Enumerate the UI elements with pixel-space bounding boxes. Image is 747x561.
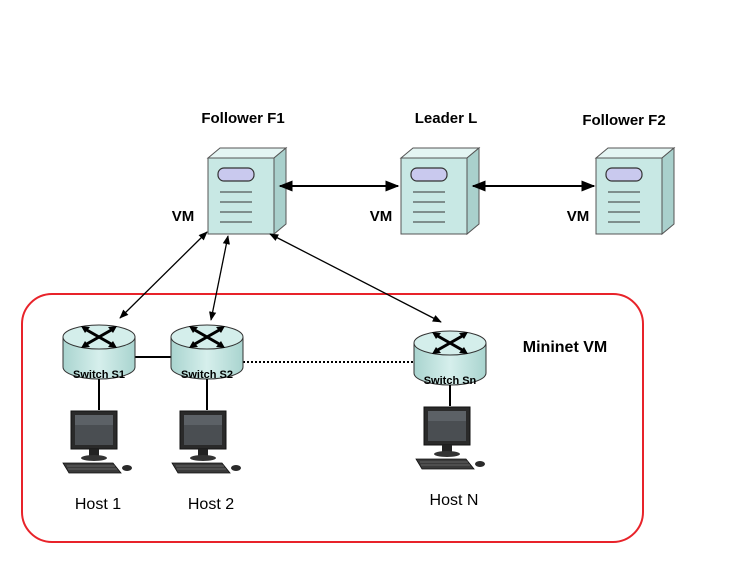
server-leader-l <box>400 147 480 235</box>
host-label: Host 2 <box>188 496 234 513</box>
link-f1-s2 <box>209 235 230 321</box>
mininet-vm-label: Mininet VM <box>523 339 607 356</box>
server-follower-f2 <box>595 147 675 235</box>
host-label: Host N <box>430 492 479 509</box>
vm-label: VM <box>172 208 195 225</box>
switch-label: Switch Sn <box>424 375 477 387</box>
server-title: Follower F1 <box>201 110 284 127</box>
host-label: Host 1 <box>75 496 121 513</box>
host-computer-icon <box>171 410 242 474</box>
switch-label: Switch S2 <box>181 369 233 381</box>
host-computer-icon <box>415 406 486 470</box>
link-f1-sn <box>269 233 442 323</box>
link-f1-s1 <box>119 231 208 319</box>
server-title: Leader L <box>415 110 478 127</box>
vm-label: VM <box>370 208 393 225</box>
switch-label: Switch S1 <box>73 369 125 381</box>
host-computer-icon <box>62 410 133 474</box>
server-follower-f1 <box>207 147 287 235</box>
vm-label: VM <box>567 208 590 225</box>
server-title: Follower F2 <box>582 112 665 129</box>
